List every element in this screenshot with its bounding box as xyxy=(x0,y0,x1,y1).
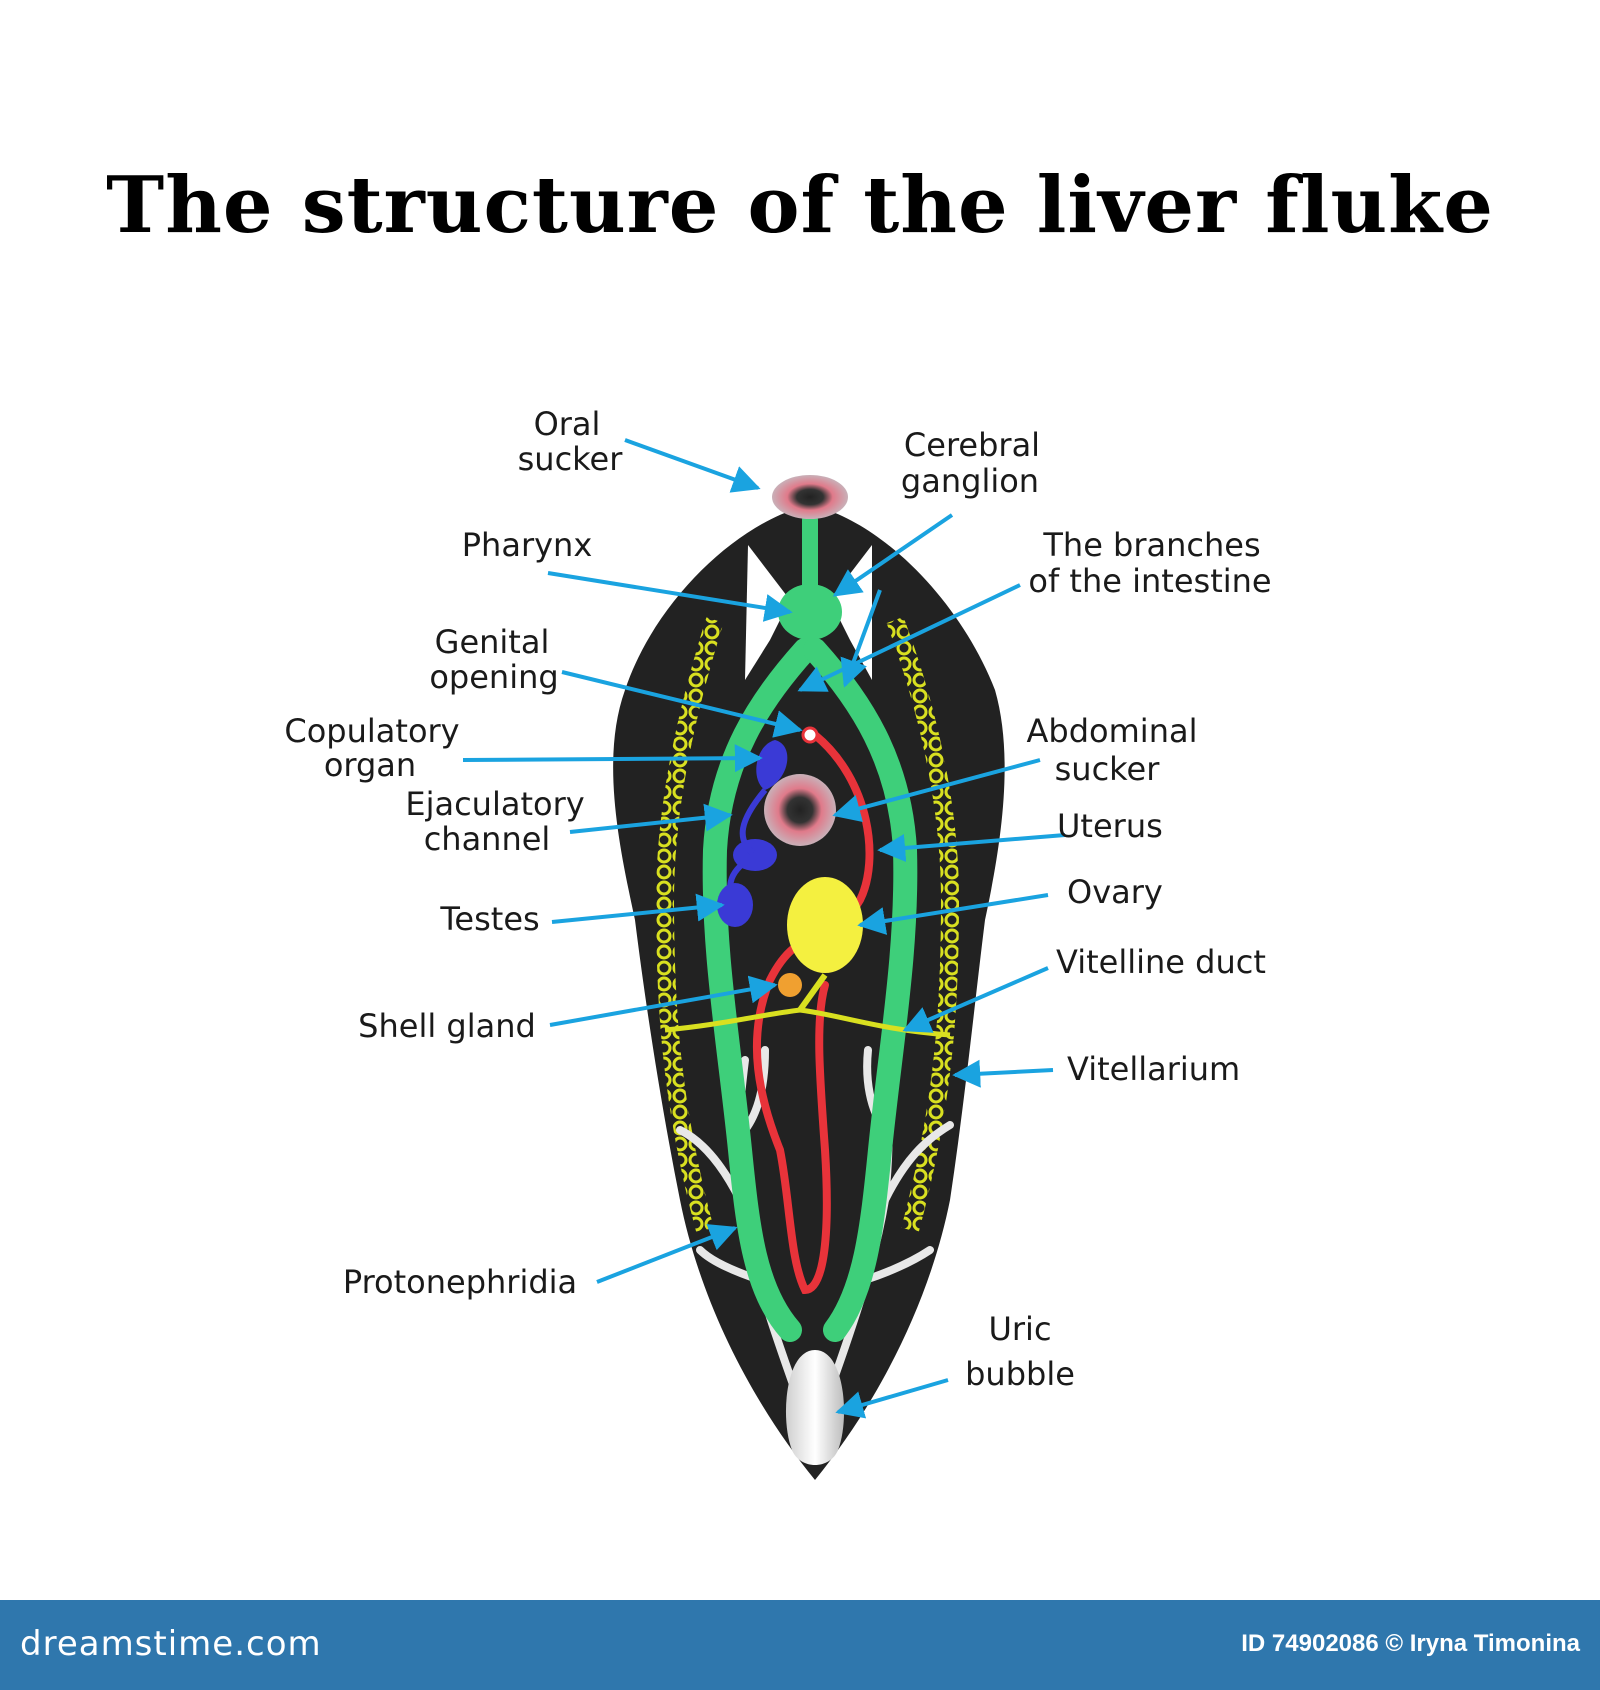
arrow-intestine-branch-1 xyxy=(797,583,1021,692)
label-cerebral-ganglion-2: ganglion xyxy=(901,462,1039,500)
label-oral-sucker-2: sucker xyxy=(518,440,624,478)
arrow-vitellarium xyxy=(952,1059,1054,1088)
page-title: The structure of the liver fluke xyxy=(106,160,1494,251)
arrow-genital-opening xyxy=(561,670,803,738)
label-oral-sucker-1: Oral xyxy=(534,405,601,443)
oral-sucker xyxy=(772,475,848,519)
footer-logo[interactable]: dreamstime.com xyxy=(20,1624,322,1664)
label-pharynx: Pharynx xyxy=(462,526,593,564)
intestine xyxy=(702,512,918,1342)
label-uterus: Uterus xyxy=(1057,807,1163,845)
arrow-copulatory-organ xyxy=(462,744,763,773)
label-uric-bubble-2: bubble xyxy=(965,1355,1075,1393)
arrow-oral-sucker xyxy=(624,438,761,493)
arrow-cerebral-ganglion xyxy=(832,513,954,597)
label-uric-bubble-1: Uric xyxy=(988,1310,1051,1348)
arrow-vitelline-duct xyxy=(902,966,1049,1033)
label-copulatory-organ-2: organ xyxy=(324,746,416,784)
vitellarium-right xyxy=(886,616,960,1233)
abdominal-sucker xyxy=(764,774,836,846)
uric-bubble xyxy=(785,1350,845,1465)
arrow-pharynx xyxy=(547,571,793,622)
arrow-testes xyxy=(551,893,725,924)
arrow-ejaculatory-channel xyxy=(569,803,733,834)
arrow-uterus xyxy=(877,833,1066,862)
label-protonephridia: Protonephridia xyxy=(343,1263,577,1301)
label-abdominal-sucker-1: Abdominal xyxy=(1027,712,1198,750)
label-intestine-2: of the intestine xyxy=(1028,562,1271,600)
label-shell-gland: Shell gland xyxy=(358,1007,536,1045)
label-intestine-1: The branches xyxy=(1042,526,1260,564)
label-cerebral-ganglion-1: Cerebral xyxy=(904,426,1040,464)
label-abdominal-sucker-2: sucker xyxy=(1055,750,1161,788)
arrow-shell-gland xyxy=(549,975,778,1027)
arrow-abdominal-sucker xyxy=(832,758,1041,822)
label-genital-opening-2: opening xyxy=(429,658,558,696)
arrow-ovary xyxy=(857,893,1049,935)
vitellarium-left xyxy=(655,617,724,1233)
label-ejaculatory-channel-1: Ejaculatory xyxy=(405,785,584,823)
label-copulatory-organ-1: Copulatory xyxy=(284,712,459,750)
liver-fluke-diagram: Oral sucker Cerebral ganglion Pharynx Th… xyxy=(284,405,1272,1480)
label-ovary: Ovary xyxy=(1067,873,1163,911)
label-vitelline-duct: Vitelline duct xyxy=(1056,943,1266,981)
uterus xyxy=(752,731,874,1295)
genital-opening xyxy=(801,726,819,744)
label-ejaculatory-channel-2: channel xyxy=(424,820,551,858)
label-testes: Testes xyxy=(439,900,539,938)
ovary xyxy=(787,877,863,973)
testes xyxy=(717,740,788,927)
label-vitellarium: Vitellarium xyxy=(1067,1050,1240,1088)
footer-bar: dreamstime.com ID 74902086 © Iryna Timon… xyxy=(0,1600,1600,1690)
arrow-protonephridia xyxy=(596,1224,738,1284)
footer-credit: ID 74902086 © Iryna Timonina xyxy=(1241,1630,1580,1657)
arrow-intestine-branch-2 xyxy=(840,589,882,688)
leader-arrows xyxy=(462,438,1066,1419)
arrow-uric-bubble xyxy=(835,1378,949,1419)
label-genital-opening-1: Genital xyxy=(435,623,550,661)
shell-gland xyxy=(778,973,802,997)
labels: Oral sucker Cerebral ganglion Pharynx Th… xyxy=(284,405,1271,1393)
